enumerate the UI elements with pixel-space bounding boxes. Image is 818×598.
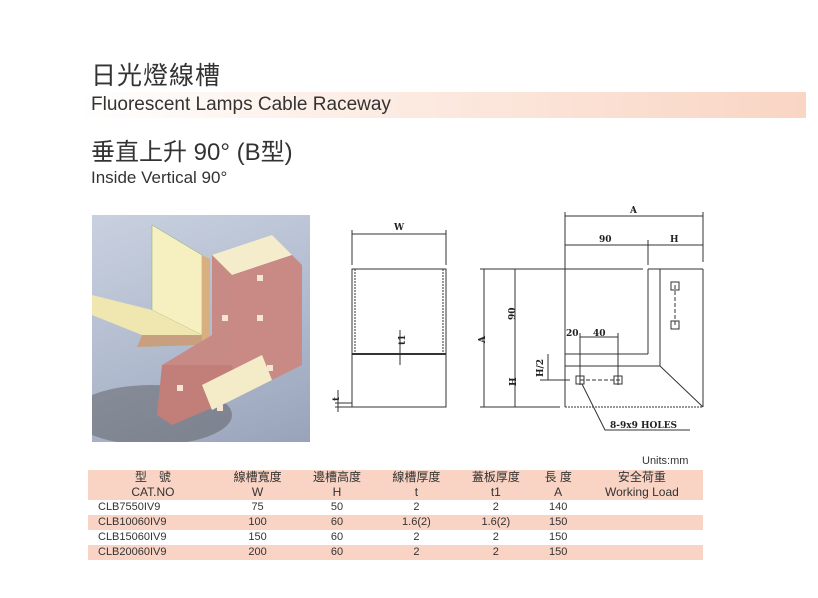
cell-t: 2 (413, 501, 420, 513)
cell-w: 75 (251, 501, 264, 513)
label-holes: 8-9x9 HOLES (610, 421, 677, 431)
table-row: CLB20060IV9 200 60 2 2 150 (88, 545, 703, 560)
label-t1: t1 (398, 335, 408, 345)
label-90-side: 90 (508, 307, 518, 320)
cell-cat: CLB7550IV9 (98, 501, 161, 513)
cell-t1: 2 (492, 501, 499, 513)
cell-cat: CLB10060IV9 (88, 515, 218, 530)
cell-a: 150 (548, 531, 568, 543)
table-row: CLB15060IV9 150 60 2 2 150 (88, 530, 703, 545)
cell-a: 150 (535, 515, 581, 530)
title-band (80, 92, 806, 118)
cell-a: 140 (548, 501, 568, 513)
cell-t: 1.6(2) (376, 515, 457, 530)
label-40: 40 (593, 329, 606, 339)
product-name-english: Inside Vertical 90° (91, 168, 228, 187)
label-h-side: H (509, 377, 519, 386)
cell-t: 2 (376, 545, 457, 560)
cell-w: 200 (217, 545, 298, 560)
table-row: CLB10060IV9 100 60 1.6(2) 1.6(2) 150 (88, 515, 703, 530)
col-t-cn: 線槽厚度 (376, 470, 457, 485)
title-english: Fluorescent Lamps Cable Raceway (91, 94, 391, 115)
header-row-en: CAT.NO W H t t1 A Working Load (88, 485, 703, 500)
label-a-top: A (629, 206, 638, 216)
cell-w: 150 (248, 531, 267, 543)
product-3d-image (92, 215, 310, 442)
col-a-cn: 長 度 (535, 470, 581, 485)
cell-load (580, 515, 703, 530)
col-load-cn: 安全荷重 (580, 470, 703, 485)
cell-cat: CLB15060IV9 (98, 531, 167, 543)
cell-w: 100 (217, 515, 298, 530)
cell-cat: CLB20060IV9 (88, 545, 218, 560)
cell-load (581, 530, 703, 545)
cell-t1: 2 (492, 531, 499, 543)
cell-t1: 1.6(2) (456, 515, 536, 530)
col-h-cn: 邊槽高度 (297, 470, 377, 485)
cell-h: 60 (330, 531, 344, 543)
spec-table: 型 號 線槽寬度 邊槽高度 線槽厚度 蓋板厚度 長 度 安全荷重 CAT.NO … (88, 470, 703, 560)
units-label: Units:mm (642, 455, 689, 467)
col-t1-cn: 蓋板厚度 (456, 470, 536, 485)
col-cat: CAT.NO (88, 485, 218, 500)
col-t1: t1 (456, 485, 536, 500)
col-w: W (217, 485, 298, 500)
cell-load (581, 500, 703, 515)
label-h-top: H (670, 235, 679, 245)
product-name-chinese: 垂直上升 90° (B型) (91, 139, 293, 166)
label-w: W (393, 223, 405, 233)
col-t: t (376, 485, 457, 500)
label-20: 20 (566, 329, 579, 339)
label-h-half: H/2 (536, 359, 546, 377)
col-a: A (535, 485, 581, 500)
cell-a: 150 (535, 545, 581, 560)
cell-h: 60 (297, 515, 377, 530)
label-t: t (332, 396, 342, 401)
table-row: CLB7550IV9 75 50 2 2 140 (88, 500, 703, 515)
label-90-top: 90 (599, 235, 612, 245)
cell-t1: 2 (456, 545, 536, 560)
header-row-cn: 型 號 線槽寬度 邊槽高度 線槽厚度 蓋板厚度 長 度 安全荷重 (88, 470, 703, 485)
col-h: H (297, 485, 377, 500)
cell-h: 50 (330, 501, 344, 513)
col-cat-cn: 型 號 (88, 470, 218, 485)
cell-t: 2 (413, 531, 420, 543)
cell-h: 60 (297, 545, 377, 560)
cell-load (580, 545, 703, 560)
title-chinese: 日光燈線槽 (91, 62, 222, 90)
col-w-cn: 線槽寬度 (217, 470, 298, 485)
label-a-side: A (478, 335, 488, 344)
col-load: Working Load (580, 485, 703, 500)
